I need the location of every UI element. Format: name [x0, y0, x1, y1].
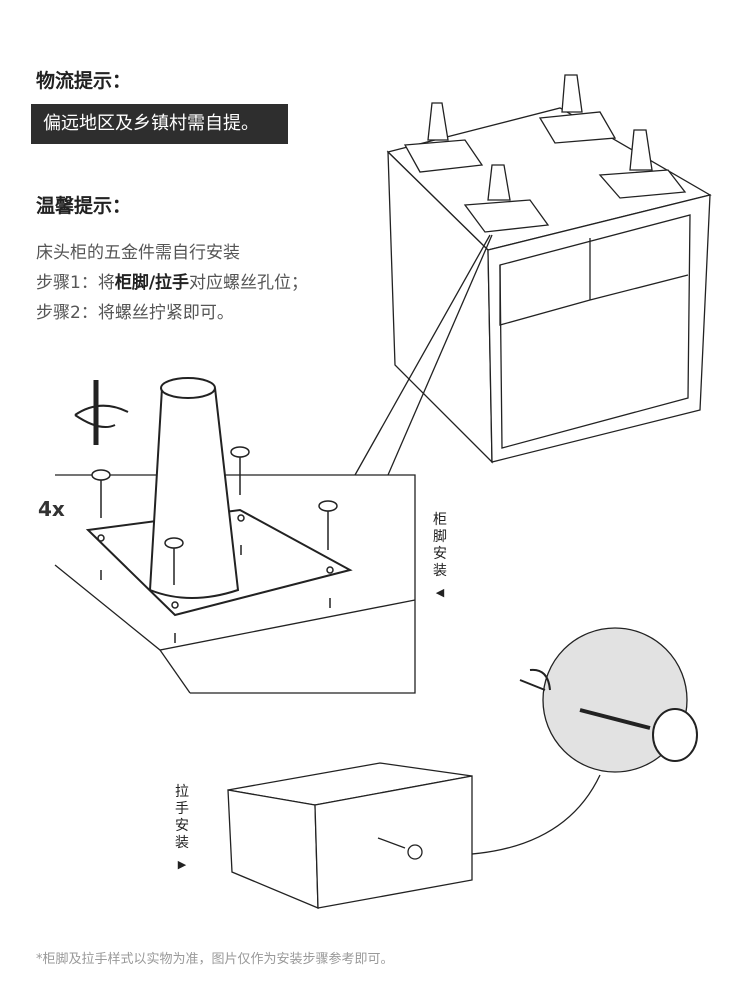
detail-frame [55, 474, 416, 694]
step-1-suffix: 对应螺丝孔位； [189, 273, 309, 293]
step-2: 步骤2：将螺丝拧紧即可。 [36, 303, 234, 323]
handle-zoom-circle [542, 627, 688, 773]
leg-arrow-icon: ◀ [435, 586, 445, 599]
step-1-prefix: 步骤1：将 [36, 273, 115, 293]
leg-cone-top [160, 377, 216, 399]
screw [91, 469, 111, 580]
drawer-drawing [227, 762, 473, 909]
handle-knob [652, 708, 698, 762]
footnote: *柜脚及拉手样式以实物为准，图片仅作为安装步骤参考即可。 [36, 952, 394, 967]
drawer-knob [407, 844, 423, 860]
quantity-label: 4x [38, 497, 65, 521]
step-1: 步骤1：将柜脚/拉手对应螺丝孔位； [36, 268, 308, 293]
handle-arrow-icon: ▶ [177, 858, 187, 871]
cabinet-corner-edge [159, 649, 191, 694]
callout-line [387, 234, 493, 476]
handle-install-label: 拉手安装 [175, 784, 189, 851]
logistics-notice: 偏远地区及乡镇村需自提。 [31, 104, 288, 144]
handle-screw [579, 708, 651, 730]
rotate-arrow-icon [519, 668, 551, 691]
screwdriver-icon [74, 380, 129, 445]
leg-cone [148, 387, 240, 599]
step-1-leg: 柜脚 [114, 273, 149, 293]
screws [91, 446, 338, 643]
tips-title: 温馨提示： [36, 195, 132, 217]
logistics-title: 物流提示： [36, 70, 132, 92]
step-1-handle: 拉手 [155, 273, 190, 293]
cabinet-drawing [386, 107, 712, 464]
screw [164, 537, 184, 643]
tips-line: 床头柜的五金件需自行安装 [36, 243, 240, 263]
callout-line [354, 234, 491, 476]
cabinet-legs [403, 74, 687, 233]
step-1-sep: / [148, 273, 156, 293]
leg-install-label: 柜脚安装 [433, 512, 447, 579]
screw [318, 500, 338, 608]
screw [230, 446, 250, 555]
drawer-screw [377, 837, 406, 849]
